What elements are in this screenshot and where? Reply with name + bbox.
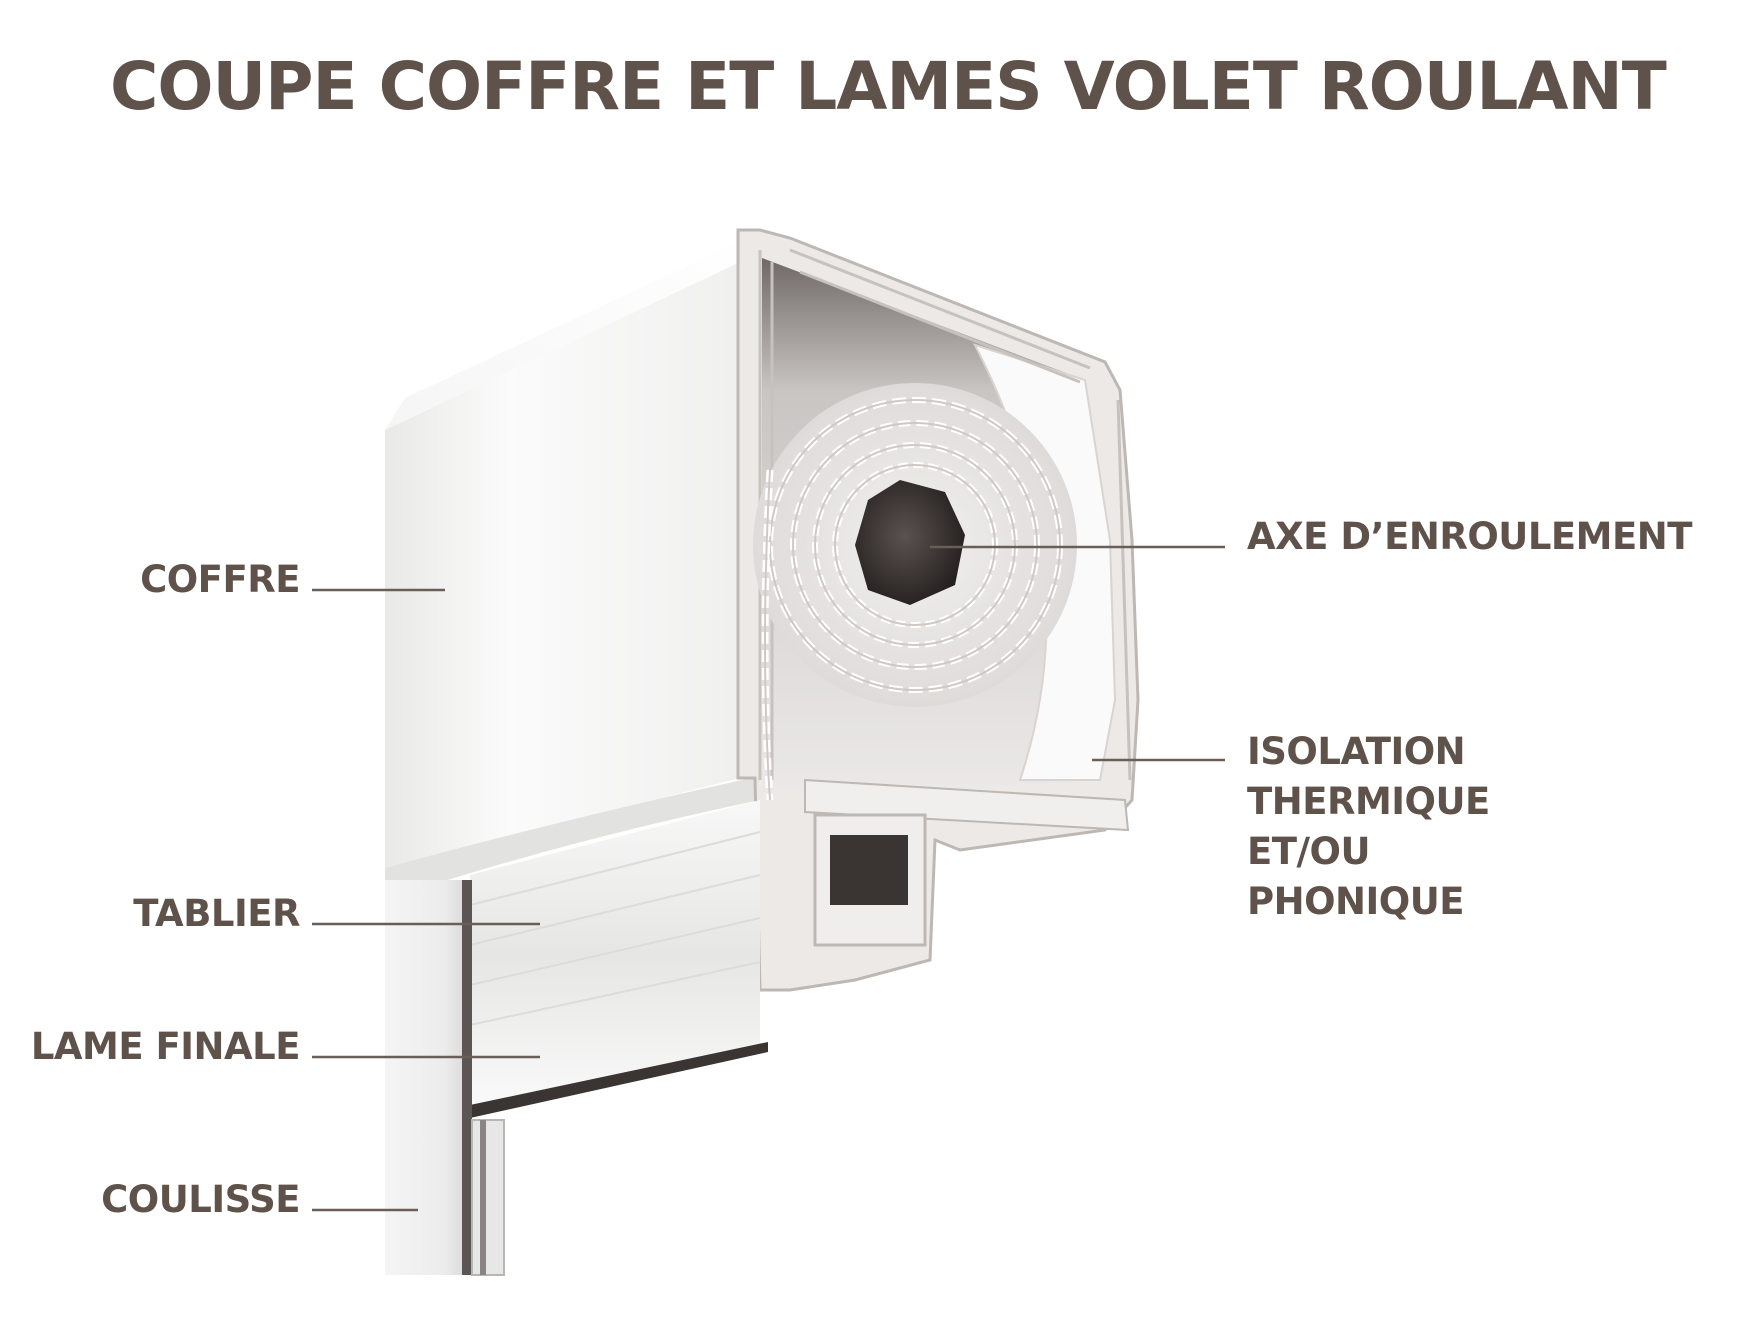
label-coulisse: COULISSE bbox=[101, 1178, 300, 1221]
label-isolation-line-3: ET/OU bbox=[1247, 830, 1371, 873]
label-axe-enroulement: AXE D’ENROULEMENT bbox=[1247, 515, 1692, 558]
leader-lines bbox=[312, 545, 1225, 1212]
tablier-slats bbox=[469, 800, 761, 1110]
label-isolation-line-4: PHONIQUE bbox=[1247, 880, 1465, 923]
label-coffre: COFFRE bbox=[140, 558, 300, 601]
label-isolation-line-1: ISOLATION bbox=[1247, 730, 1466, 773]
winding-axis bbox=[855, 480, 965, 605]
coffre-box bbox=[385, 232, 760, 900]
label-lame-finale: LAME FINALE bbox=[30, 1025, 301, 1068]
label-tablier: TABLIER bbox=[133, 892, 300, 935]
label-isolation-line-2: THERMIQUE bbox=[1247, 780, 1490, 823]
label-isolation: ISOLATION THERMIQUE ET/OU PHONIQUE bbox=[1247, 727, 1490, 927]
page-title: COUPE COFFRE ET LAMES VOLET ROULANT bbox=[110, 48, 1667, 125]
